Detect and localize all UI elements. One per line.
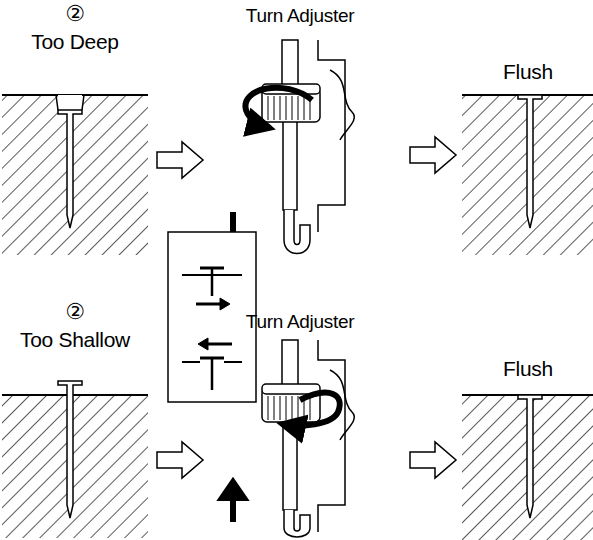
condition-label: Too Shallow [20,328,130,351]
action-label: Turn Adjuster [246,6,354,27]
workpiece-too-shallow [2,381,148,538]
result-label: Flush [503,357,553,380]
workpiece-flush [462,95,593,255]
workpiece-flush [462,395,593,540]
turn-arrow [282,393,340,426]
workpiece-too-deep [2,95,148,255]
up-arrow [222,482,244,522]
depth-adjuster [262,40,354,254]
callout-number: ② [65,300,84,324]
callout-number: ② [65,2,84,26]
hollow-arrow [157,137,456,478]
action-label: Turn Adjuster [246,312,354,333]
turn-arrow [245,88,312,128]
condition-label: Too Deep [31,30,119,53]
direction-key [168,232,256,402]
result-label: Flush [503,60,553,83]
depth-adjuster [262,340,354,537]
